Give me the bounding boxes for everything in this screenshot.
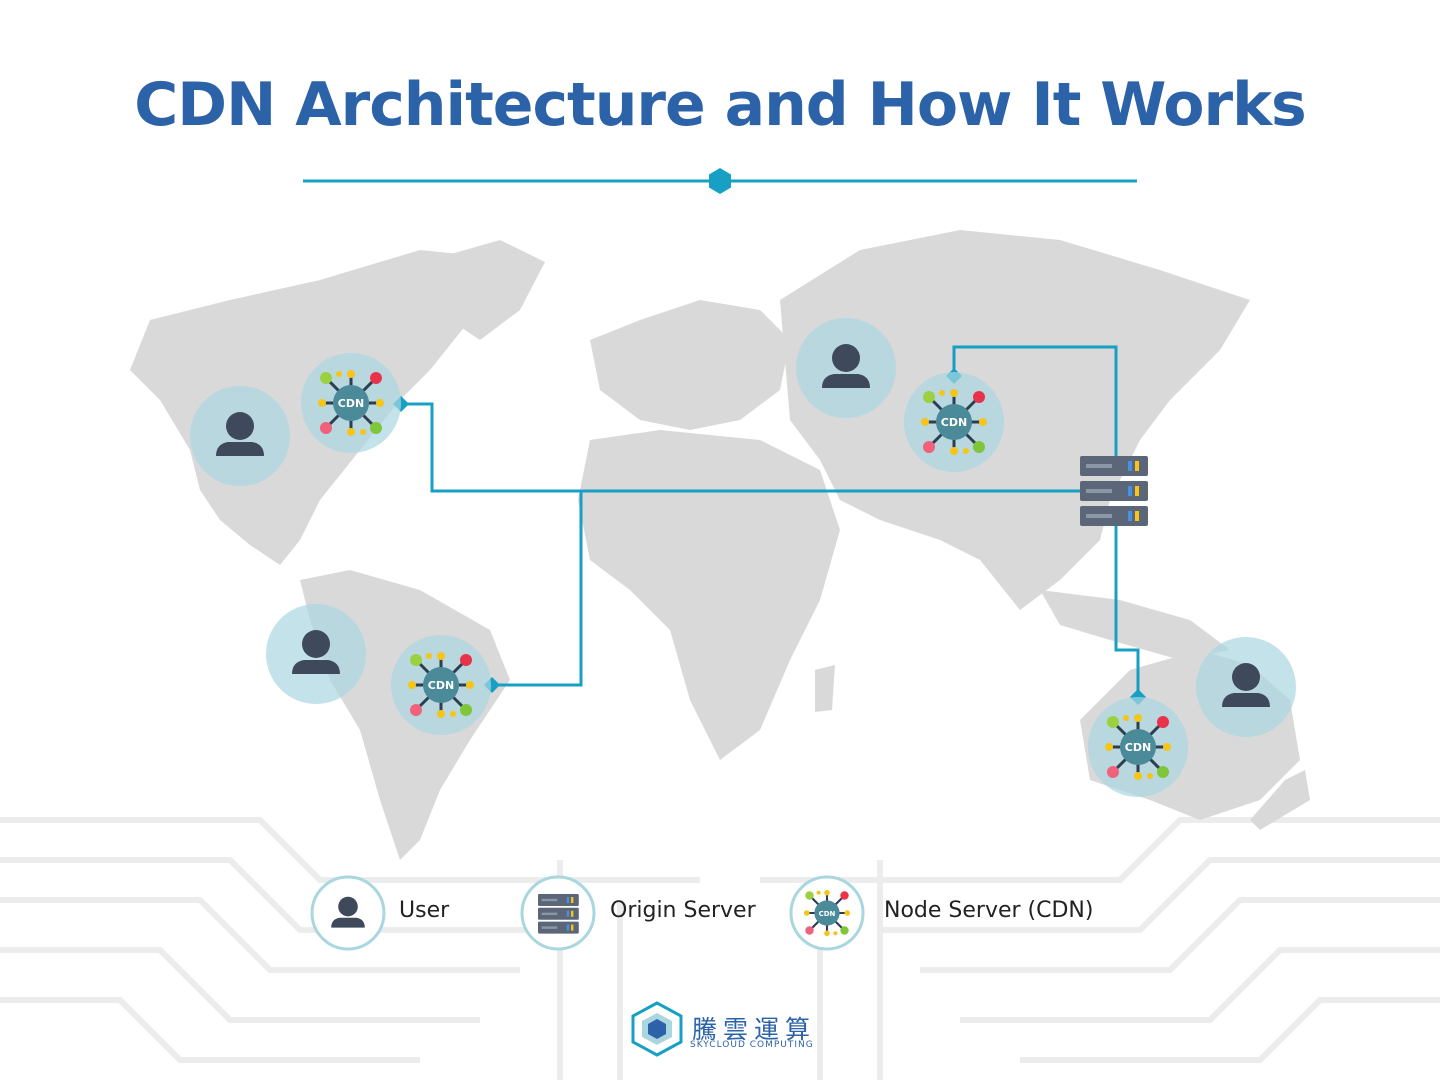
user-north-america	[190, 386, 290, 486]
cdn-node-australia: CDN	[1088, 697, 1188, 797]
legend-user-icon	[310, 875, 386, 951]
legend-node-icon: CDN	[789, 875, 865, 951]
legend-origin-icon	[520, 875, 596, 951]
server-rack-icon	[1080, 481, 1148, 501]
user-russia	[796, 318, 896, 418]
page-title: CDN Architecture and How It Works	[134, 70, 1306, 140]
cdn-badge-text: CDN	[428, 679, 454, 692]
logo-chinese-text: 騰雲運算	[692, 1015, 817, 1044]
legend-label-node-server: Node Server (CDN)	[884, 898, 1094, 923]
asia-landmass	[780, 230, 1250, 610]
user-australia	[1196, 637, 1296, 737]
legend-label-user: User	[399, 898, 450, 923]
cdn-node-russia: CDN	[904, 372, 1004, 472]
cdn-badge-text: CDN	[941, 416, 967, 429]
origin-server-east-asia	[1080, 456, 1148, 526]
divider-hexagon	[709, 168, 731, 194]
logo-english-text: SKYCLOUD COMPUTING	[690, 1040, 814, 1050]
new-zealand-landmass	[1250, 770, 1310, 830]
cdn-node-north-america: CDN	[301, 353, 401, 453]
madagascar-landmass	[815, 665, 835, 712]
southeast-asia-islands	[1040, 590, 1230, 660]
cdn-node-south-america: CDN	[391, 635, 491, 735]
server-rack-icon	[1080, 456, 1148, 476]
server-rack-icon	[1080, 506, 1148, 526]
cdn-badge-text: CDN	[1125, 741, 1151, 754]
greenland-landmass	[430, 240, 545, 340]
connection-lines	[401, 345, 1140, 697]
cdn-badge-text: CDN	[338, 397, 364, 410]
europe-landmass	[590, 300, 790, 430]
africa-landmass	[578, 430, 840, 760]
user-south-america	[266, 604, 366, 704]
cdn-badge-text: CDN	[819, 910, 836, 918]
legend-label-origin-server: Origin Server	[610, 898, 756, 923]
skycloud-logo-icon	[631, 1001, 683, 1057]
